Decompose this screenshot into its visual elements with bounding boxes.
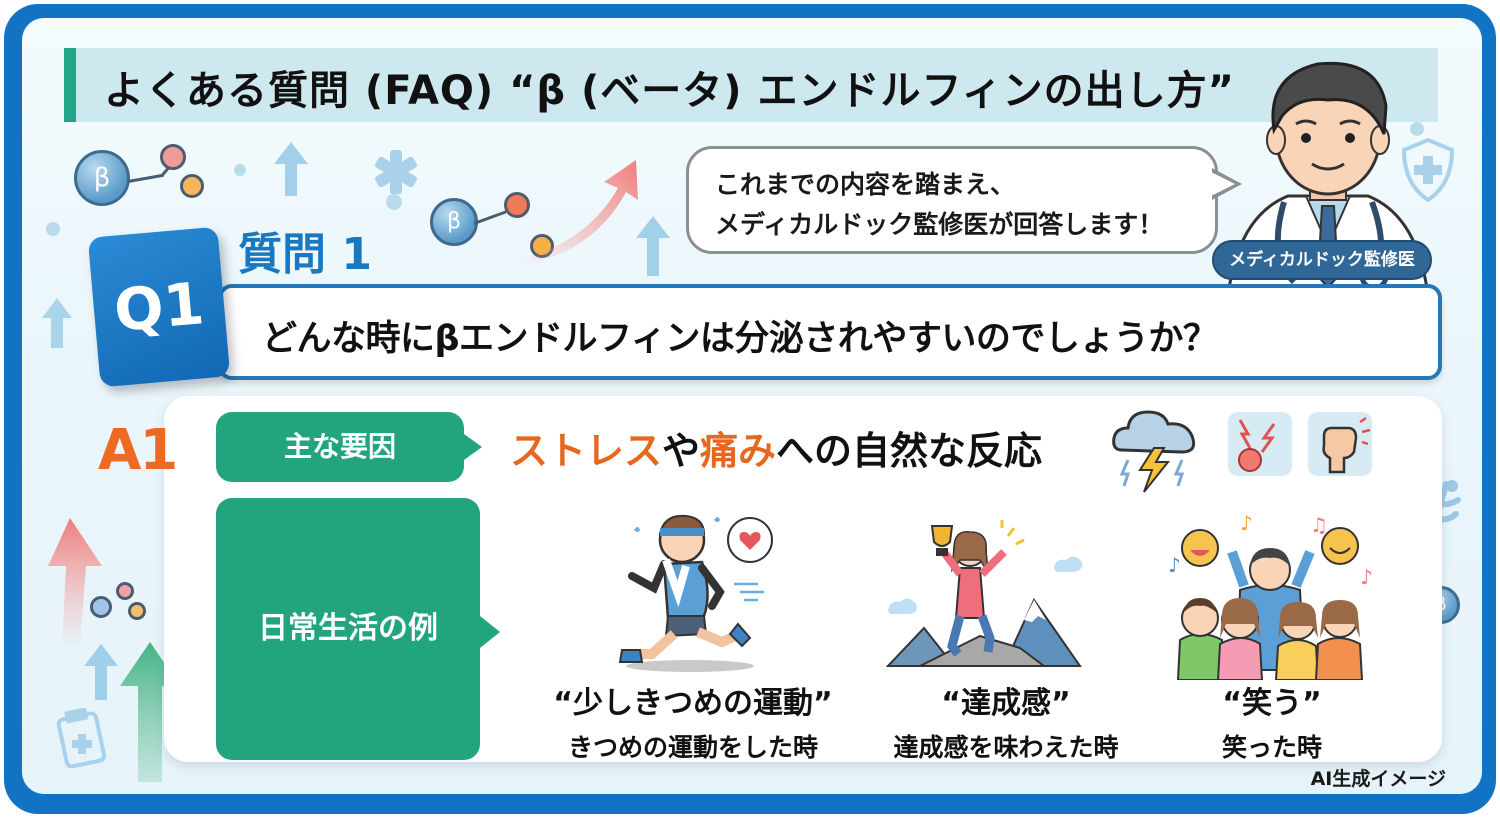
svg-text:♫: ♫ [1310,513,1328,537]
question-badge: Q1 [87,226,231,388]
example-title: “少しきつめの運動” [553,686,833,721]
factor-stress: ストレス [510,429,663,473]
title-bar: よくある質問 (FAQ) “β (ベータ) エンドルフィンの出し方” [64,48,1438,122]
atom-node-icon [504,192,530,218]
question-text: どんな時にβエンドルフィンは分泌されやすいのでしょうか？ [262,319,1218,359]
rising-arrow-icon [516,160,638,266]
example-subtitle: 笑った時 [1221,733,1322,762]
doctor-badge: メディカルドック監修医 [1212,240,1432,280]
svg-text:♪: ♪ [1168,553,1181,577]
example-laughing: “笑う” 笑った時 [1172,678,1372,764]
main-factor-text: ストレスや痛みへの自然な反応 [510,429,1043,473]
atom-node-icon [160,144,186,170]
example-title: “笑う” [1222,686,1322,721]
beta-molecule-icon: β [74,150,130,206]
clipboard-icon [56,708,106,768]
page-title: よくある質問 (FAQ) “β (ベータ) エンドルフィンの出し方” [104,68,1235,114]
up-arrow-icon [636,216,670,276]
trophy-mountain-icon [885,520,1083,667]
faq-canvas: よくある質問 (FAQ) “β (ベータ) エンドルフィンの出し方” β β [22,18,1482,794]
example-title: “達成感” [941,686,1071,721]
atom-node-icon [180,174,204,198]
pain-icon-tile [1228,412,1292,476]
ai-generated-note: AI生成イメージ [1310,768,1446,790]
example-subtitle: きつめの運動をした時 [567,733,818,762]
speech-line-2: メディカルドック監修医が回答します！ [715,210,1164,239]
rising-arrow-icon [48,518,102,648]
daily-life-label: 日常生活の例 [216,498,500,760]
main-factor-label: 主な要因 [216,412,482,482]
deco-dot [1410,122,1424,136]
factor-pain: 痛み [700,429,777,473]
atom-node-icon [128,602,146,620]
deco-dot [46,222,60,236]
up-arrow-icon [42,298,72,348]
svg-text:♪: ♪ [1240,511,1253,535]
question-heading: 質問 1 [238,229,372,280]
fist-icon [1322,416,1371,474]
up-arrow-icon [84,644,118,700]
laughing-group-icon: ♪ ♪ ♫ ♪ [1168,511,1373,680]
example-exercise: “少しきつめの運動” きつめの運動をした時 [528,678,858,764]
speech-bubble: これまでの内容を踏まえ、 メディカルドック監修医が回答します！ [686,146,1218,254]
pain-spark-icon [1238,419,1276,472]
svg-text:♪: ♪ [1360,565,1373,589]
example-subtitle: 達成感を味わえた時 [893,733,1119,762]
deco-dot [386,194,402,210]
example-achievement: “達成感” 達成感を味わえた時 [858,678,1154,764]
medical-star-icon [375,150,417,194]
question-box: どんな時にβエンドルフィンは分泌されやすいのでしょうか？ [218,284,1442,380]
answer-label: A1 [98,418,178,483]
speech-line-1: これまでの内容を踏まえ、 [715,170,1016,199]
deco-dot [234,164,246,176]
atom-node-icon [90,596,112,618]
running-person-icon [618,514,773,672]
beta-molecule-icon: β [430,198,478,246]
storm-cloud-icon [1112,410,1196,493]
medical-shield-icon [1401,138,1455,202]
up-arrow-icon [274,142,308,196]
atom-node-icon [116,582,134,600]
fist-icon-tile [1308,412,1372,476]
bond-line [127,173,164,183]
